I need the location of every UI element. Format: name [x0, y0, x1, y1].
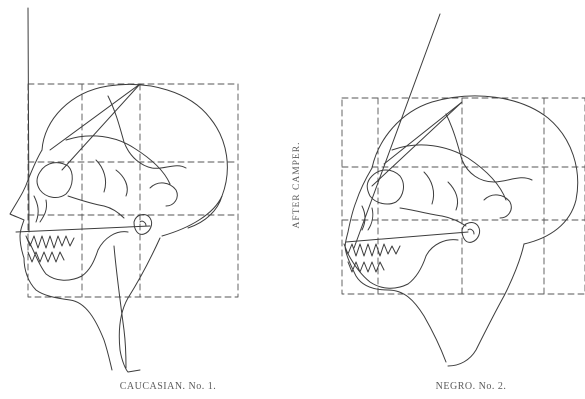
caucasian-horizontal-line — [16, 226, 150, 232]
negro-profile — [345, 168, 446, 362]
caucasian-skull-outline — [42, 84, 227, 236]
negro-orbit — [367, 170, 403, 204]
caption-caucasian: CAUCASIAN. No. 1. — [120, 381, 217, 392]
caucasian-guide-grid — [28, 84, 238, 297]
side-caption-after-camper: AFTER CAMPER. — [292, 142, 302, 229]
negro-neck — [448, 244, 524, 366]
negro-skull-outline — [372, 96, 578, 244]
caucasian-orbit — [37, 163, 72, 198]
negro-skull-drawing — [342, 14, 585, 366]
negro-horizontal-line — [346, 232, 468, 242]
caucasian-ear — [134, 215, 152, 235]
caucasian-teeth — [26, 236, 74, 262]
caption-negro: NEGRO. No. 2. — [436, 381, 507, 392]
caucasian-profile — [10, 150, 112, 370]
caucasian-skull-drawing — [10, 8, 238, 372]
